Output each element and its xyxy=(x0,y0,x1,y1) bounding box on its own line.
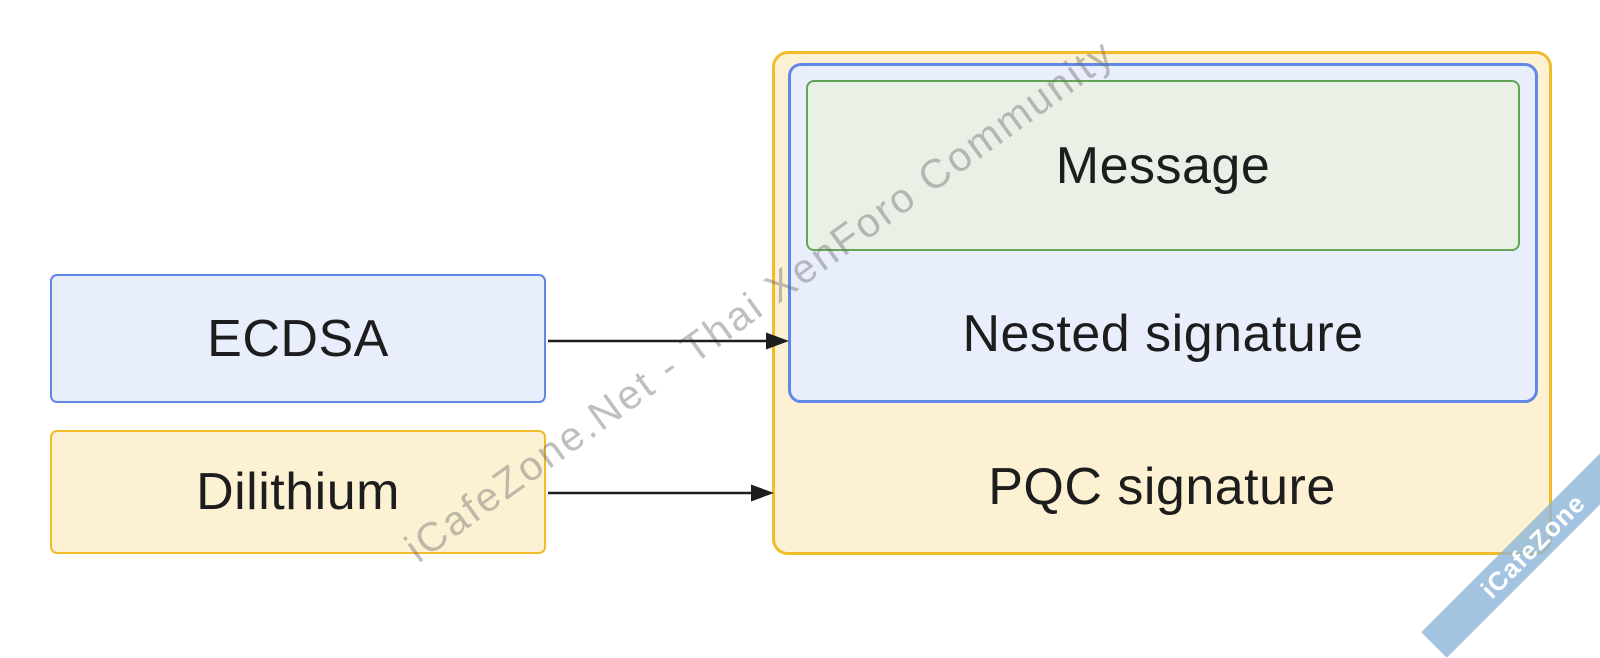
nested-signature-label: Nested signature xyxy=(962,305,1364,363)
arrow-dilithium-to-pqc-signature xyxy=(548,484,774,502)
dilithium-box: Dilithium xyxy=(50,430,546,554)
ecdsa-box: ECDSA xyxy=(50,274,546,403)
pqc-signature-label-region: PQC signature xyxy=(772,403,1552,555)
nested-signature-label-region: Nested signature xyxy=(788,251,1538,403)
dilithium-label: Dilithium xyxy=(196,463,400,521)
ecdsa-label: ECDSA xyxy=(207,309,389,368)
message-label: Message xyxy=(1055,136,1271,195)
pqc-signature-label: PQC signature xyxy=(988,458,1336,516)
arrowhead-icon xyxy=(751,484,774,502)
message-box: Message xyxy=(806,80,1520,251)
